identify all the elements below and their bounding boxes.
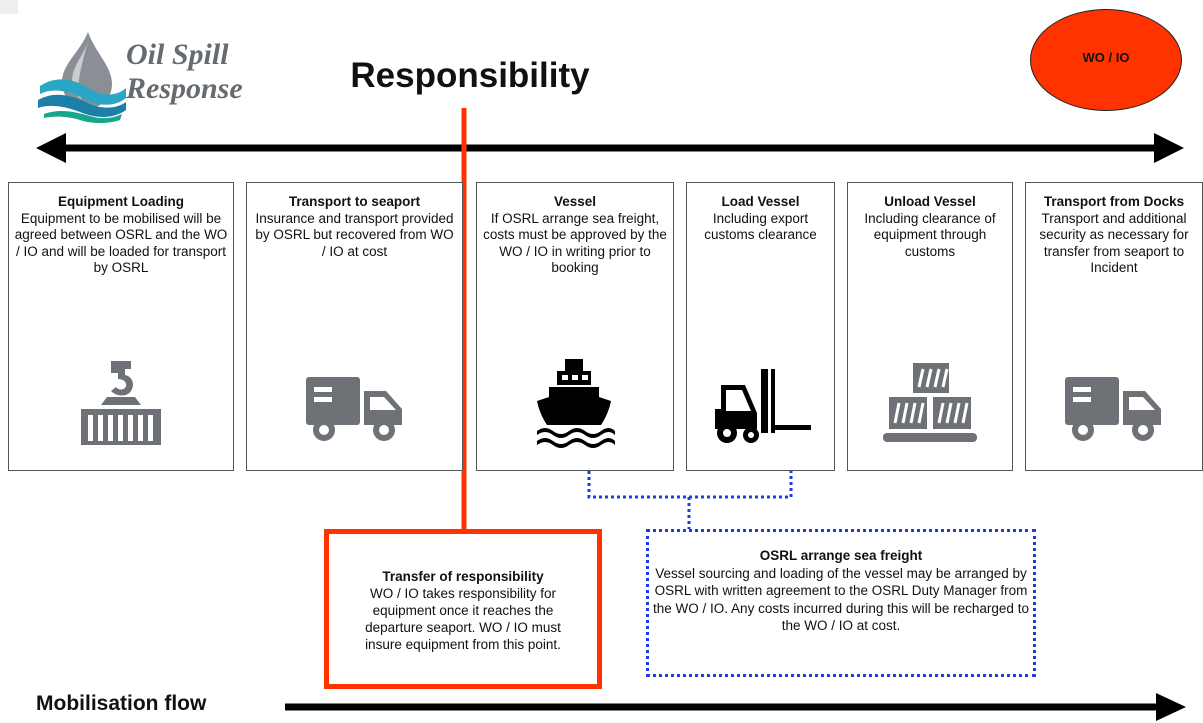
- step-title: Transport from Docks: [1043, 194, 1185, 209]
- step-description: Including clearance of equipment through…: [864, 210, 996, 259]
- step-unload-vessel: Unload Vessel Including clearance of equ…: [847, 182, 1013, 471]
- ship-icon: [537, 359, 615, 448]
- corner-mark: [0, 0, 18, 14]
- truck-icon: [1065, 377, 1161, 441]
- step-description: Insurance and transport provided by OSRL…: [255, 210, 454, 259]
- wo-io-badge: WO / IO: [1030, 9, 1182, 111]
- step-description: Transport and additional security as nec…: [1039, 210, 1189, 276]
- step-description: Equipment to be mobilised will be agreed…: [14, 210, 228, 276]
- transfer-title: Transfer of responsibility: [382, 569, 544, 584]
- step-equipment-loading: Equipment Loading Equipment to be mobili…: [8, 182, 234, 471]
- osrl-logo: Oil Spill Response: [36, 28, 258, 124]
- pallet-crates-icon: [883, 363, 977, 442]
- mobilisation-flow-label: Mobilisation flow: [36, 692, 207, 715]
- step-description: Including export customs clearance: [704, 210, 817, 243]
- oil-drop-wave-icon: [38, 32, 126, 123]
- step-transport-to-seaport: Transport to seaport Insurance and trans…: [246, 182, 463, 471]
- forklift-icon: [714, 369, 811, 443]
- step-title: Vessel: [553, 194, 597, 209]
- step-title: Equipment Loading: [58, 194, 184, 209]
- step-title: Transport to seaport: [288, 194, 421, 209]
- freight-title: OSRL arrange sea freight: [759, 548, 923, 563]
- step-title: Load Vessel: [721, 194, 800, 209]
- transfer-of-responsibility-box: Transfer of responsibility WO / IO takes…: [324, 529, 602, 689]
- dotted-bracket-connector: [587, 471, 793, 530]
- step-load-vessel: Load Vessel Including export customs cle…: [686, 182, 835, 471]
- wo-io-badge-label: WO / IO: [1082, 50, 1130, 65]
- freight-description: Vessel sourcing and loading of the vesse…: [653, 565, 1029, 634]
- truck-icon: [305, 377, 402, 441]
- sea-freight-box: OSRL arrange sea freight Vessel sourcing…: [646, 529, 1036, 677]
- step-transport-from-docks: Transport from Docks Transport and addit…: [1025, 182, 1203, 471]
- container-crane-icon: [81, 361, 161, 445]
- mobilisation-flow-arrow: [285, 693, 1186, 721]
- responsibility-double-arrow: [36, 133, 1184, 163]
- step-description: If OSRL arrange sea freight, costs must …: [483, 210, 667, 276]
- transfer-description: WO / IO takes responsibility for equipme…: [365, 586, 561, 652]
- step-vessel: Vessel If OSRL arrange sea freight, cost…: [476, 182, 674, 471]
- step-title: Unload Vessel: [884, 194, 976, 209]
- logo-text-line1: Oil Spill: [126, 38, 229, 71]
- logo-text-line2: Response: [126, 72, 243, 105]
- page-title: Responsibility: [350, 56, 590, 95]
